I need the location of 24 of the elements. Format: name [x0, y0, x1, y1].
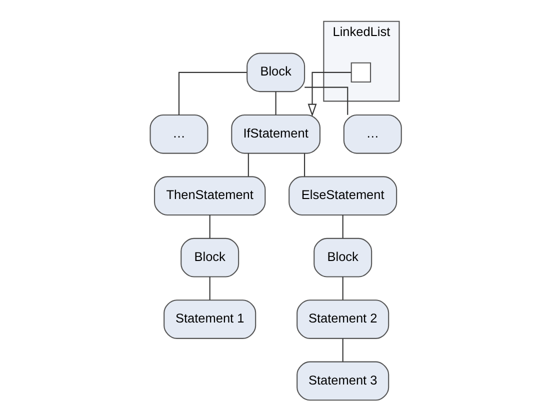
connector [178, 72, 246, 115]
connector [274, 92, 276, 115]
connector [304, 153, 305, 176]
node-box: Statement 2 [296, 300, 389, 339]
node-box: Statement 3 [296, 361, 389, 401]
node-box: Block [180, 238, 239, 278]
connector [247, 153, 248, 176]
connector [208, 276, 210, 300]
connector [342, 338, 343, 362]
node-box: … [342, 114, 402, 154]
arrow [307, 72, 351, 117]
node-box: Block [246, 52, 305, 92]
connector [342, 215, 343, 238]
node-box: … [149, 114, 208, 154]
node-box: ThenStatement [153, 176, 266, 216]
connector [208, 215, 210, 238]
connector [304, 86, 348, 115]
node-box [350, 62, 371, 83]
node-box: Block [313, 238, 372, 278]
cluster: LinkedList [322, 20, 400, 102]
node-box: Statement 1 [163, 300, 256, 339]
connector [342, 276, 343, 300]
node-box: IfStatement [230, 114, 320, 154]
node-box: ElseStatement [288, 176, 397, 216]
